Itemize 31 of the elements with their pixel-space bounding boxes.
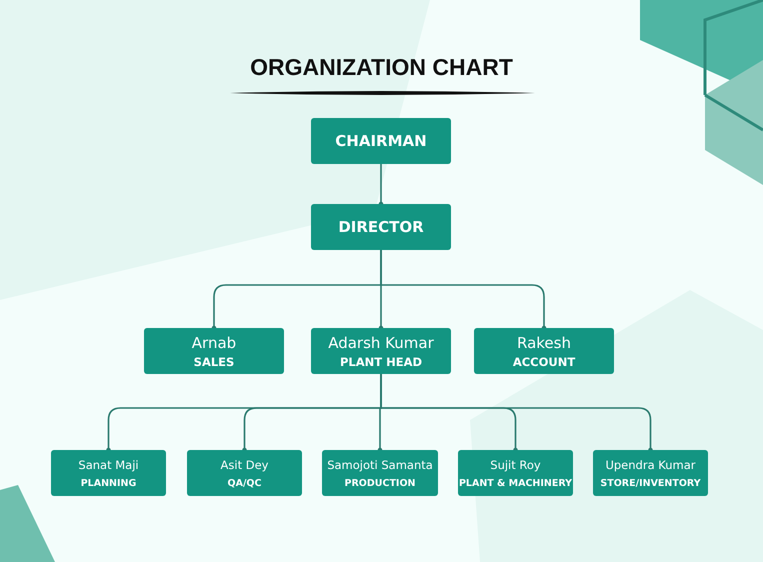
- role-title: ACCOUNT: [512, 354, 576, 368]
- org-box: [311, 118, 451, 164]
- person-name: Sanat Maji: [78, 458, 139, 472]
- org-box: [144, 328, 284, 374]
- chart-title: ORGANIZATION CHART: [249, 54, 514, 81]
- role-title: PRODUCTION: [344, 478, 416, 488]
- role-title: PLANT & MACHINERY: [458, 478, 572, 488]
- connector: [378, 164, 384, 206]
- person-name: Arnab: [192, 334, 236, 352]
- person-name: Upendra Kumar: [605, 458, 696, 472]
- person-name: Asit Dey: [220, 458, 268, 472]
- role-title: QA/QC: [228, 478, 262, 488]
- org-box: [51, 450, 166, 496]
- org-box: [187, 450, 302, 496]
- org-box: [458, 450, 573, 496]
- role-title: PLANT HEAD: [340, 354, 422, 368]
- person-name: Rakesh: [517, 334, 571, 352]
- org-box: [311, 204, 451, 250]
- org-box: [311, 328, 451, 374]
- org-box: [593, 450, 708, 496]
- connector: [380, 250, 546, 330]
- role-title: PLANNING: [80, 478, 136, 488]
- role-title: STORE/INVENTORY: [600, 478, 701, 488]
- role-title: SALES: [194, 354, 234, 368]
- person-name: Sujit Roy: [490, 458, 541, 472]
- role-title: DIRECTOR: [338, 218, 424, 236]
- org-box: [474, 328, 614, 374]
- person-name: Adarsh Kumar: [328, 334, 434, 352]
- person-name: Samojoti Samanta: [327, 458, 433, 472]
- role-title: CHAIRMAN: [335, 132, 427, 150]
- org-box: [322, 450, 438, 496]
